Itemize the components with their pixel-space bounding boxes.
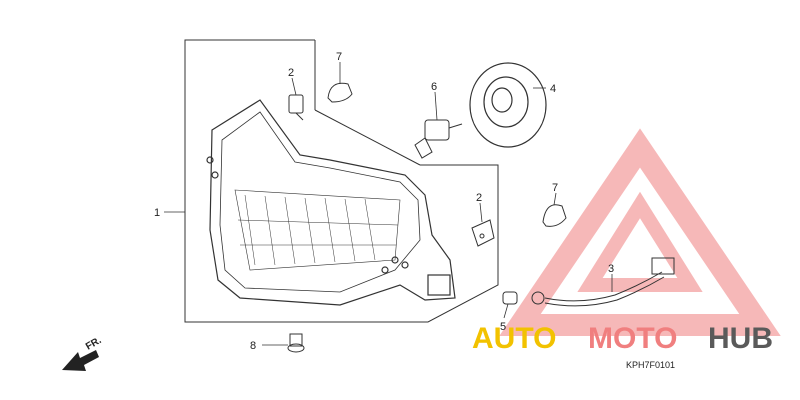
dust-cover-part-4 — [469, 62, 547, 148]
callout-2-right: 2 — [476, 192, 482, 204]
watermark-logo — [499, 128, 781, 336]
leader-lines — [164, 62, 613, 346]
callout-3: 3 — [608, 263, 614, 275]
callout-7-top: 7 — [336, 51, 342, 63]
part-code: KPH7F0101 — [626, 360, 675, 370]
cap-part-7-right — [542, 204, 567, 227]
front-direction-arrow: FR. — [62, 335, 104, 371]
watermark-auto: AUTO — [472, 322, 556, 355]
callout-7-right: 7 — [552, 182, 558, 194]
watermark-moto: MOTO — [588, 322, 677, 355]
headlight-housing — [206, 99, 456, 306]
clip-part-2-top — [288, 94, 304, 121]
bulb-part-6 — [414, 119, 463, 159]
callout-8: 8 — [250, 340, 256, 352]
callout-6: 6 — [431, 81, 437, 93]
bulb-part-5 — [502, 291, 518, 305]
screw-part-8 — [287, 333, 305, 353]
callout-4: 4 — [550, 83, 556, 95]
harness-part-3 — [531, 257, 675, 307]
watermark-text: AUTO MOTO HUB — [472, 322, 773, 355]
watermark-hub: HUB — [708, 322, 773, 355]
cap-part-7-top — [327, 82, 353, 103]
front-direction-label: FR. — [84, 335, 104, 353]
callout-5: 5 — [500, 321, 506, 333]
callout-1: 1 — [154, 207, 160, 219]
callout-2-top: 2 — [288, 67, 294, 79]
assembly-outline — [184, 39, 499, 323]
clip-part-2-right — [471, 219, 495, 247]
